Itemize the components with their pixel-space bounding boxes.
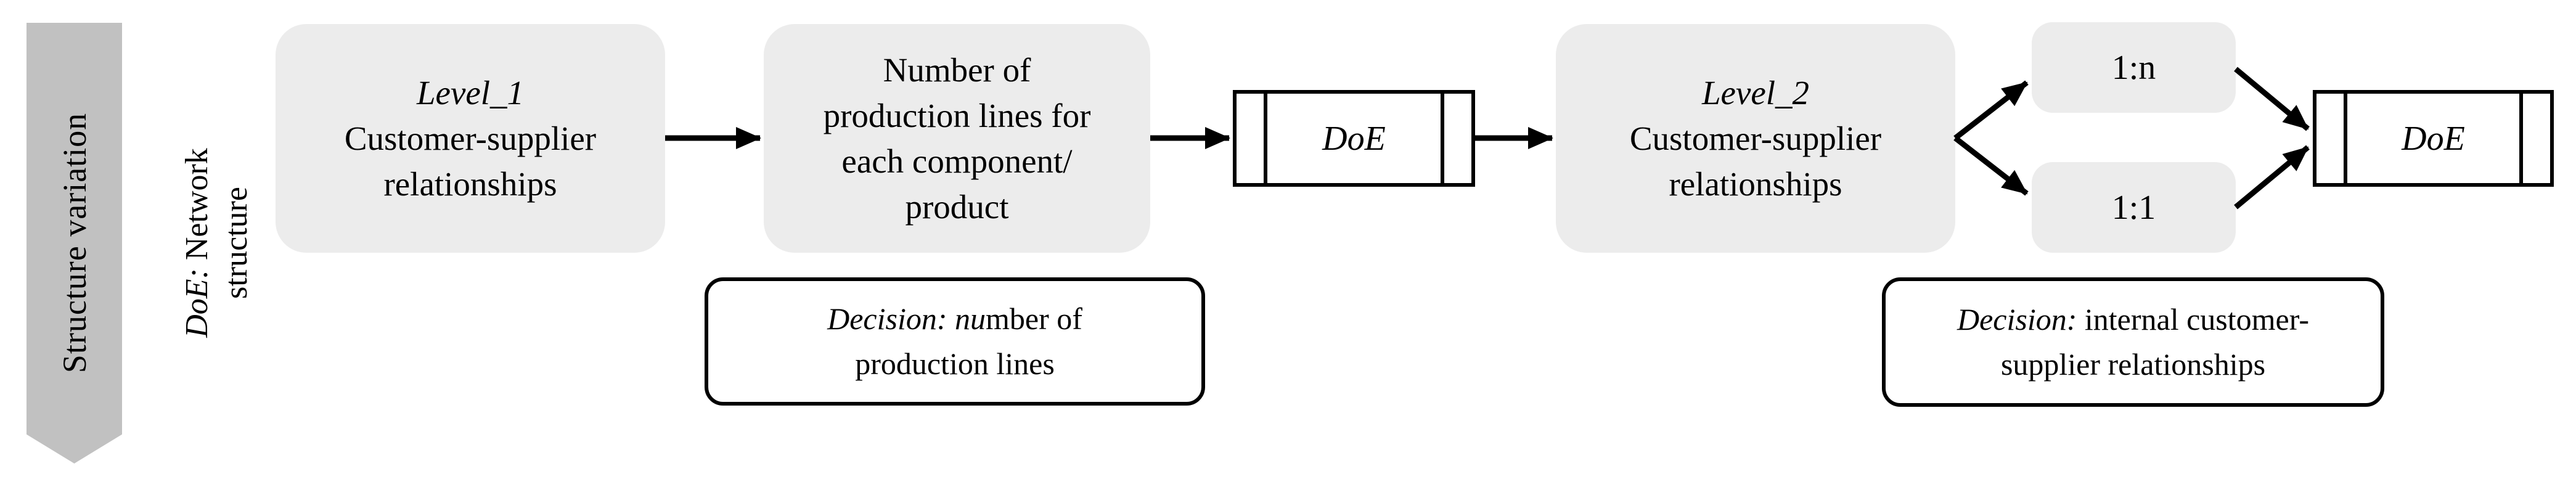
node-level2-line3: relationships — [1669, 165, 1842, 203]
arrow-level2-to-1n — [1953, 80, 2029, 141]
node-doe2-label: DoE — [2402, 119, 2465, 158]
doe-network-structure-label: DoE: Network structure — [178, 0, 256, 482]
decision-production-lines: Decision: number of production lines — [705, 277, 1205, 406]
decision2-lead-italic: Decision: — [1957, 302, 2077, 337]
node-production-lines: Number of production lines for each comp… — [764, 24, 1150, 253]
decision-internal-relationships: Decision: internal customer- supplier re… — [1882, 277, 2384, 407]
decision2-lead-rest: internal customer- — [2077, 302, 2310, 337]
doe-network-structure-line2: structure — [219, 187, 254, 299]
node-ratio-1n: 1:n — [2032, 22, 2236, 113]
node-production-lines-line1: Number of — [883, 51, 1031, 89]
arrow-level2-to-11 — [1953, 136, 2029, 196]
node-level1-line2: Customer-supplier — [344, 119, 597, 157]
network-word: Network — [179, 148, 215, 269]
node-level1-line3: relationships — [383, 165, 557, 203]
decision-lead-italic: Decision: nu — [827, 301, 986, 336]
node-level2: Level_2 Customer-supplier relationships — [1556, 24, 1955, 253]
decision-production-lines-line1: Decision: number of — [827, 296, 1082, 341]
decision-lead-rest: mber of — [986, 301, 1082, 336]
node-level2-line2: Customer-supplier — [1629, 119, 1882, 157]
arrow-11-to-doe2 — [2234, 145, 2310, 210]
node-level1-title: Level_1 — [416, 73, 525, 112]
arrow-1n-to-doe2 — [2234, 67, 2310, 131]
decision-internal-relationships-line1: Decision: internal customer- — [1957, 297, 2309, 342]
node-production-lines-line3: each component/ — [841, 142, 1073, 180]
decision-production-lines-line2: production lines — [855, 346, 1055, 381]
node-ratio-11: 1:1 — [2032, 162, 2236, 253]
doe-network-structure-line1: DoE: Network — [178, 0, 217, 482]
node-doe1-label: DoE — [1322, 119, 1386, 158]
structure-variation-band-label: Structure variation — [56, 112, 93, 374]
node-production-lines-line2: production lines for — [823, 96, 1091, 134]
doe-abbrev: DoE: — [179, 268, 215, 338]
decision-internal-relationships-line2: supplier relationships — [2000, 347, 2266, 382]
node-ratio-1n-label: 1:n — [2111, 48, 2156, 87]
node-ratio-11-label: 1:1 — [2111, 188, 2156, 227]
node-doe1: DoE — [1233, 90, 1475, 187]
node-level1: Level_1 Customer-supplier relationships — [276, 24, 665, 253]
node-production-lines-line4: product — [905, 187, 1009, 226]
structure-variation-band — [27, 23, 122, 464]
node-level2-title: Level_2 — [1701, 73, 1810, 112]
node-doe2: DoE — [2313, 90, 2554, 187]
